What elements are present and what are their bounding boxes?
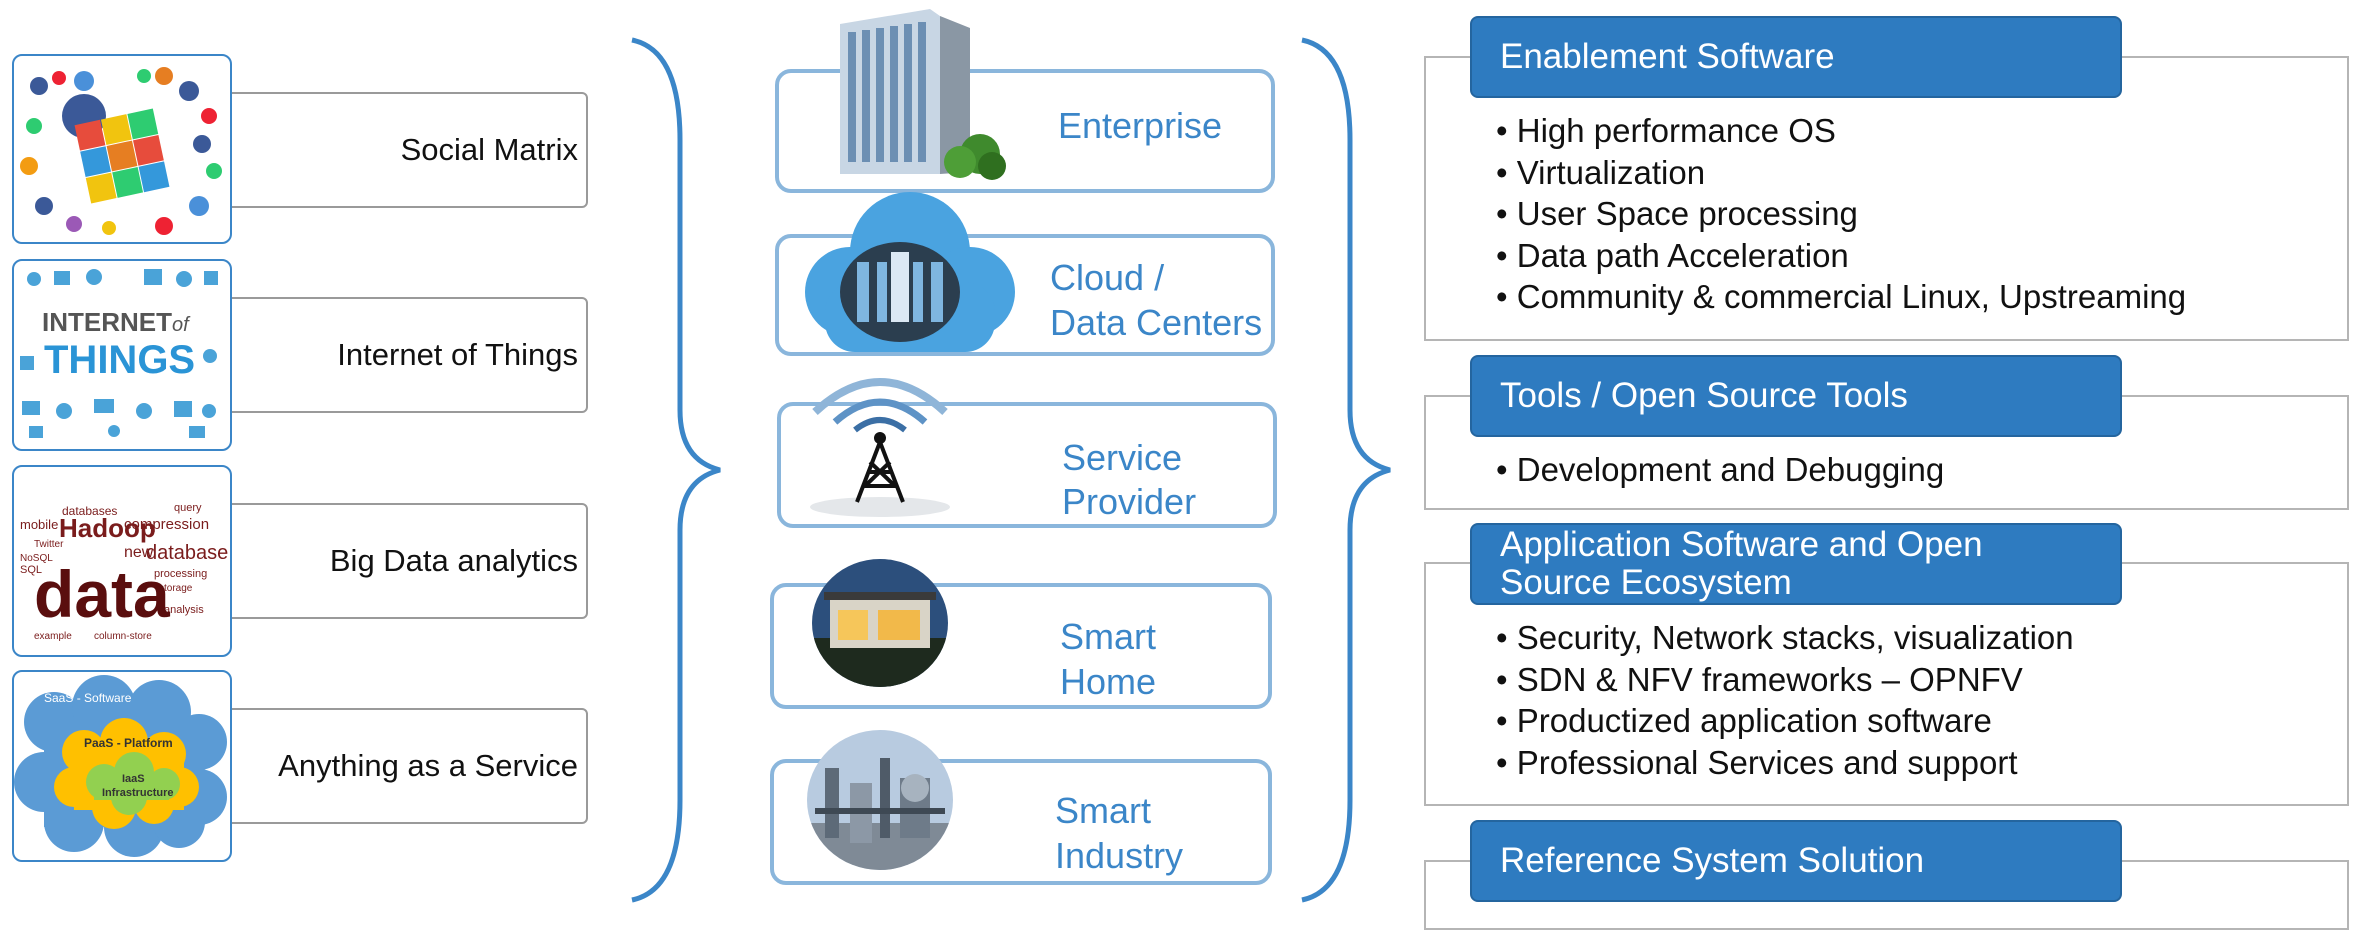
word-sql: SQL <box>20 564 42 576</box>
xaas-infrastructure-label: Infrastructure <box>102 787 174 799</box>
word-example: example <box>34 631 72 642</box>
list-item: High performance OS <box>1496 110 2186 152</box>
word-nosql: NoSQL <box>20 553 53 564</box>
trend-label-social-matrix: Social Matrix <box>400 132 578 167</box>
word-compression: compression <box>124 516 209 533</box>
left-brace <box>631 37 721 903</box>
iot-thumb-line1: INTERNET <box>42 307 172 337</box>
iot-icon: INTERNET of THINGS <box>12 259 232 451</box>
xaas-saas-label: SaaS - Software <box>44 691 132 705</box>
word-data: data <box>34 557 171 631</box>
word-databases: databases <box>62 504 117 518</box>
word-hadoop: Hadoop <box>59 513 156 543</box>
social-network-icon <box>12 54 232 244</box>
panel-title-application-software-line1: Application Software and Open <box>1500 525 1983 564</box>
list-item: Productized application software <box>1496 700 2074 742</box>
segment-label-enterprise-1: Enterprise <box>1058 105 1223 146</box>
panel-title-application-software-line2: Source Ecosystem <box>1500 563 1792 602</box>
panel-title-application-software: Application Software and Open Source Eco… <box>1470 523 2122 605</box>
bullet-list-application-software: Security, Network stacks, visualization … <box>1496 617 2074 783</box>
list-item: Virtualization <box>1496 152 2186 194</box>
word-query: query <box>174 502 202 514</box>
office-building-icon <box>830 4 1010 184</box>
word-database: database <box>146 542 228 564</box>
word-storage: storage <box>159 583 193 594</box>
word-column-store: column-store <box>94 631 152 642</box>
xaas-iaas-label: IaaS <box>122 773 145 785</box>
panel-title-reference-system: Reference System Solution <box>1470 820 2122 902</box>
segment-label-smart-industry-2: Industry <box>1055 835 1184 876</box>
cloud-layers-icon: SaaS - Software PaaS - Platform IaaS Inf… <box>12 670 232 862</box>
trend-label-xaas: Anything as a Service <box>278 748 578 783</box>
list-item: Data path Acceleration <box>1496 235 2186 277</box>
word-processing: processing <box>154 568 207 580</box>
cell-tower-icon <box>795 362 965 522</box>
list-item: Security, Network stacks, visualization <box>1496 617 2074 659</box>
segment-label-cloud-2: Data Centers <box>1050 302 1263 343</box>
list-item: Professional Services and support <box>1496 742 2074 784</box>
segment-label-smart-home-1: Smart <box>1060 616 1157 657</box>
iot-thumb-of: of <box>172 314 191 336</box>
word-analysis: analysis <box>164 604 204 616</box>
segment-label-service-provider-1: Service <box>1062 437 1183 478</box>
xaas-paas-label: PaaS - Platform <box>84 736 173 750</box>
data-word-cloud-icon: Hadoop database mobile databases compres… <box>12 465 232 657</box>
bullet-list-enablement-software: High performance OS Virtualization User … <box>1496 110 2186 318</box>
trend-label-iot: Internet of Things <box>337 337 578 372</box>
segment-label-smart-industry-1: Smart <box>1055 790 1152 831</box>
cloud-datacenter-icon <box>795 192 1025 362</box>
bullet-list-tools: Development and Debugging <box>1496 449 1944 491</box>
segment-label-service-provider-2: Provider <box>1062 481 1197 522</box>
list-item: SDN & NFV frameworks – OPNFV <box>1496 659 2074 701</box>
trend-label-big-data: Big Data analytics <box>329 543 578 578</box>
segment-label-cloud-1: Cloud / <box>1050 257 1165 298</box>
list-item: Community & commercial Linux, Upstreamin… <box>1496 276 2186 318</box>
list-item: Development and Debugging <box>1496 449 1944 491</box>
word-twitter: Twitter <box>34 539 64 550</box>
panel-title-enablement-software: Enablement Software <box>1470 16 2122 98</box>
right-brace <box>1301 37 1391 903</box>
list-item: User Space processing <box>1496 193 2186 235</box>
word-new: new <box>124 544 154 561</box>
panel-title-tools: Tools / Open Source Tools <box>1470 355 2122 437</box>
word-mobile: mobile <box>20 517 58 532</box>
house-icon <box>810 558 950 688</box>
iot-thumb-line2: THINGS <box>44 338 195 382</box>
factory-icon <box>805 728 955 872</box>
segment-label-smart-home-2: Home <box>1060 661 1157 702</box>
